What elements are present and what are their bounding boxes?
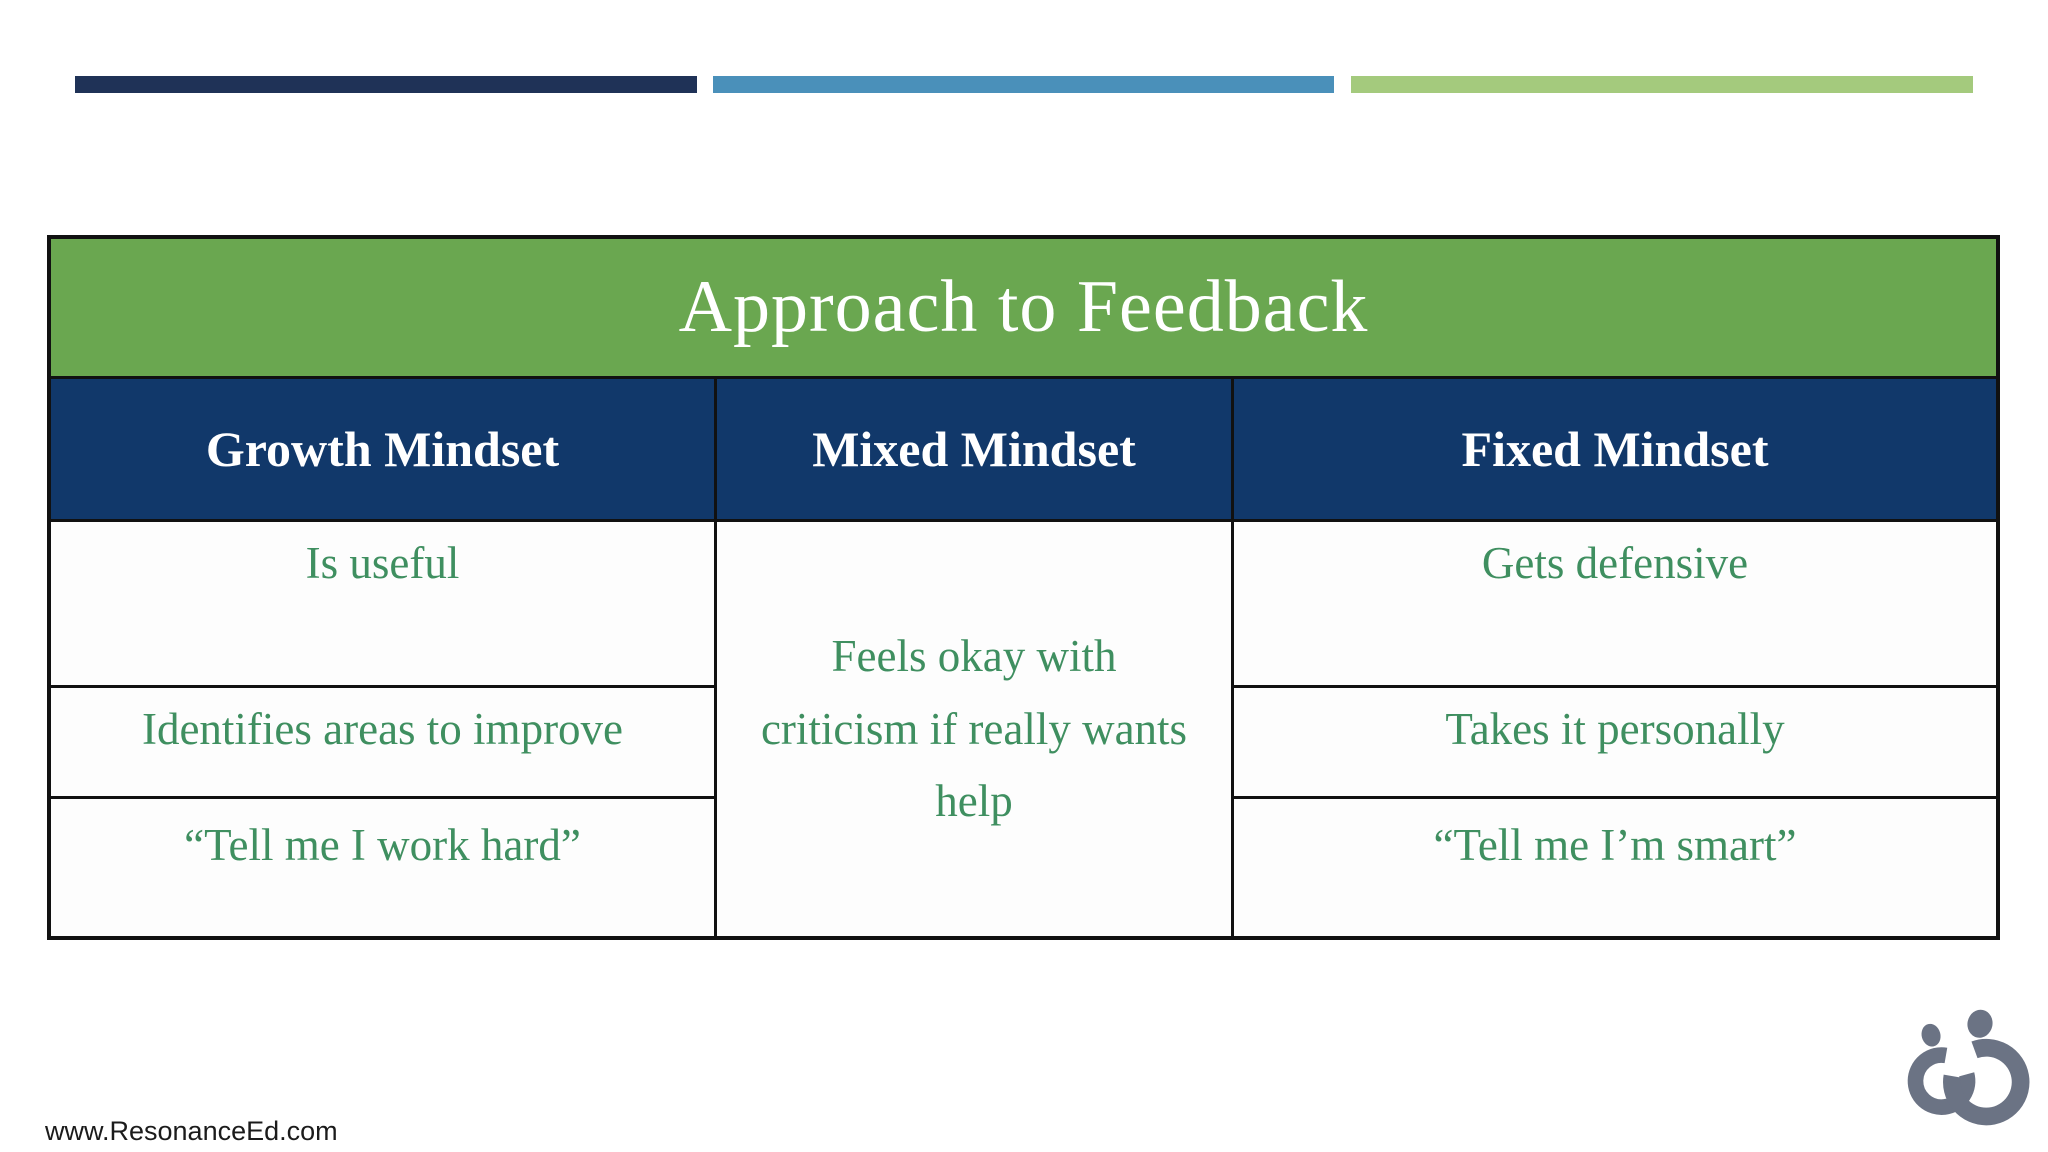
accent-bar-navy bbox=[75, 76, 697, 93]
resonance-ed-logo bbox=[1907, 1009, 2030, 1126]
mixed-cell-merged: Feels okay with criticism if really want… bbox=[717, 522, 1234, 936]
growth-cell-is-useful: Is useful bbox=[51, 522, 717, 688]
fixed-cell-tell-me-smart: “Tell me I’m smart” bbox=[1234, 799, 1996, 936]
accent-bar-green bbox=[1351, 76, 1973, 93]
table-title: Approach to Feedback bbox=[51, 239, 1996, 379]
column-header-mixed-mindset: Mixed Mindset bbox=[717, 379, 1234, 522]
website-url: www.ResonanceEd.com bbox=[45, 1116, 338, 1146]
column-header-growth-mindset: Growth Mindset bbox=[51, 379, 717, 522]
growth-cell-tell-me-work-hard: “Tell me I work hard” bbox=[51, 799, 717, 936]
fixed-cell-gets-defensive: Gets defensive bbox=[1234, 522, 1996, 688]
growth-cell-identifies-areas: Identifies areas to improve bbox=[51, 688, 717, 799]
feedback-comparison-table: Approach to Feedback Growth Mindset Mixe… bbox=[47, 235, 2000, 940]
column-header-fixed-mindset: Fixed Mindset bbox=[1234, 379, 1996, 522]
accent-bar-blue bbox=[713, 76, 1334, 93]
fixed-cell-takes-personally: Takes it personally bbox=[1234, 688, 1996, 799]
